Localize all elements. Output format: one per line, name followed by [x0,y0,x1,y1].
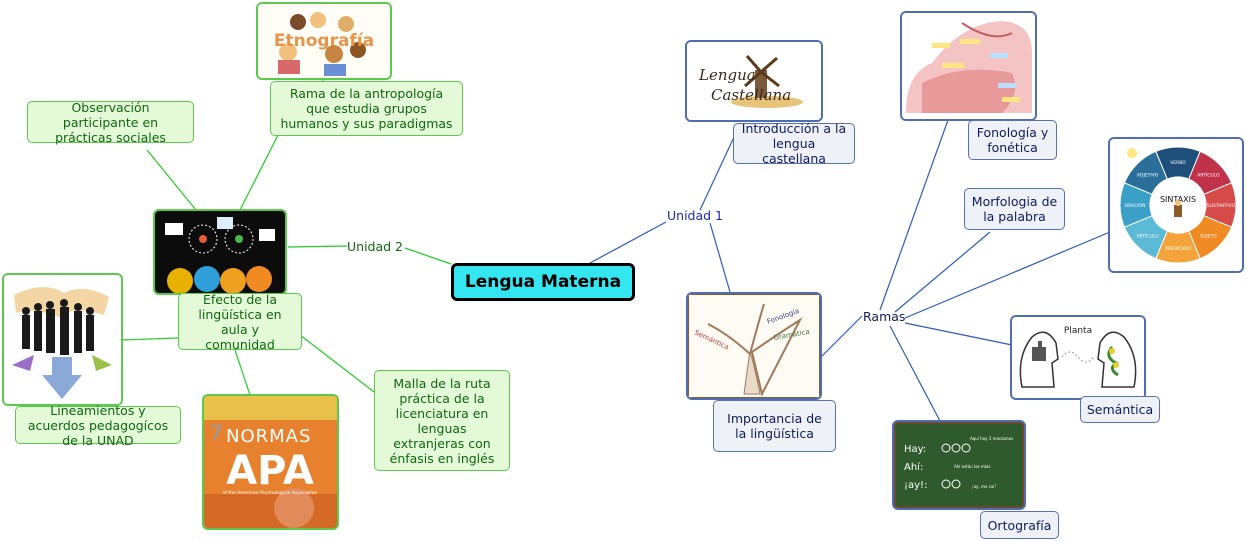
linguistics-heads-image[interactable] [153,209,287,295]
line-ramas-arbol [817,315,863,361]
planta-label: Planta [1064,326,1092,336]
line-center-unidad1 [589,221,667,264]
node-semantica[interactable]: Semántica [1080,396,1160,423]
etnografia-title: Etnografía [274,31,374,51]
line-ramas-semantica [904,322,1013,346]
apa-number: 7 [210,421,223,445]
sintaxis-segment-label: SUSTANTIVO [1207,203,1236,209]
line-efecto-malla [299,334,379,396]
node-introduccion[interactable]: Introducción a la lengua castellana [733,121,855,166]
sintaxis-segment-label: SUJETO [1200,233,1217,239]
castellana-word-1: Lengua [698,66,756,84]
sintaxis-segment-label: ARTÍCULO [1136,232,1159,239]
sintaxis-segment-label: ARTÍCULO [1197,172,1220,179]
node-morfologia[interactable]: Morfologia de la palabra [964,188,1065,230]
business-people-image[interactable] [2,273,123,406]
linguistics-tree-image[interactable]: Semántica Fonología Gramática [686,292,822,400]
line-ramas-ortografia [889,325,941,422]
sintaxis-segment-label: VERBO [1170,160,1186,166]
node-observacion[interactable]: Observación participante en prácticas so… [27,100,194,145]
chalk-line-hay: Hay: [904,444,926,455]
normas-apa-image[interactable]: 7 NORMAS APA of the American Psychologic… [202,394,339,530]
branch-label-unidad1[interactable]: Unidad 1 [667,208,723,223]
sintaxis-segment-label: ORACIÓN [1125,202,1146,209]
node-lineamientos[interactable]: Lineamientos y acuerdos pedagogícos de l… [15,403,181,448]
chalk-line-ahi: Ahí: [904,461,923,473]
node-efecto[interactable]: Efecto de la lingüística en aula y comun… [178,292,302,352]
chalk-note-1: Aquí hay 3 manzanas [970,436,1013,441]
apa-subtitle: of the American Psychological Associatio… [223,490,318,496]
sintaxis-segment [1188,215,1233,260]
semantica-image[interactable]: Planta [1010,315,1146,400]
node-importancia[interactable]: Importancia de la lingüística [713,400,836,452]
line-unidad2-head [287,245,348,248]
central-node[interactable]: Lengua Materna [451,263,635,301]
ortografia-chalkboard-image[interactable]: Hay: Ahí: ¡ay!: Aquí hay 3 manzanas Ahí … [892,420,1026,510]
node-malla[interactable]: Malla de la ruta práctica de la licencia… [374,370,510,471]
chalk-note-2: Ahí están las mías [954,464,991,469]
node-fonologia[interactable]: Fonología y fonética [968,120,1057,160]
line-ramas-morfo [894,231,991,313]
chalk-note-3: ¡ay, me caí! [972,484,996,489]
node-ortografia[interactable]: Ortografía [980,511,1059,539]
sintaxis-segment-label: PREDICADO [1165,246,1192,252]
branch-label-ramas[interactable]: Ramas [863,309,906,324]
line-unidad1-intro [699,134,736,211]
sintaxis-segment [1203,182,1237,228]
line-ramas-fono [879,119,949,311]
lengua-castellana-image[interactable]: Lengua Castellana [685,40,823,122]
line-head-rama [239,134,279,211]
etnografia-image[interactable]: Etnografía [256,2,392,80]
line-head-observacion [146,149,197,211]
sintaxis-segment-label: ADJETIVO [1137,173,1159,179]
sintaxis-segment [1188,150,1233,195]
node-rama[interactable]: Rama de la antropología que estudia grup… [270,81,463,136]
fonologia-mouth-image[interactable] [900,11,1037,121]
sintaxis-wheel-image[interactable]: VERBO ARTÍCULO SUSTANTIVO SUJETO PREDICADO AR… [1108,137,1244,273]
sintaxis-segment [1119,182,1153,228]
line-efecto-people [121,337,179,341]
branch-label-unidad2[interactable]: Unidad 2 [347,239,403,254]
line-efecto-apa [234,349,251,396]
sintaxis-segment [1123,215,1168,260]
sintaxis-segment [1155,230,1201,264]
castellana-word-2: Castellana [711,86,791,104]
apa-title: APA [226,448,314,494]
line-ramas-sintaxis [904,231,1111,319]
line-center-unidad2 [404,247,452,265]
sintaxis-title: SINTAXIS [1160,195,1196,204]
sintaxis-segment [1155,146,1201,180]
apa-normas: NORMAS [226,426,311,447]
sintaxis-segment [1123,150,1168,195]
line-unidad1-arbol [709,222,731,293]
chalk-line-ay: ¡ay!: [904,480,927,491]
